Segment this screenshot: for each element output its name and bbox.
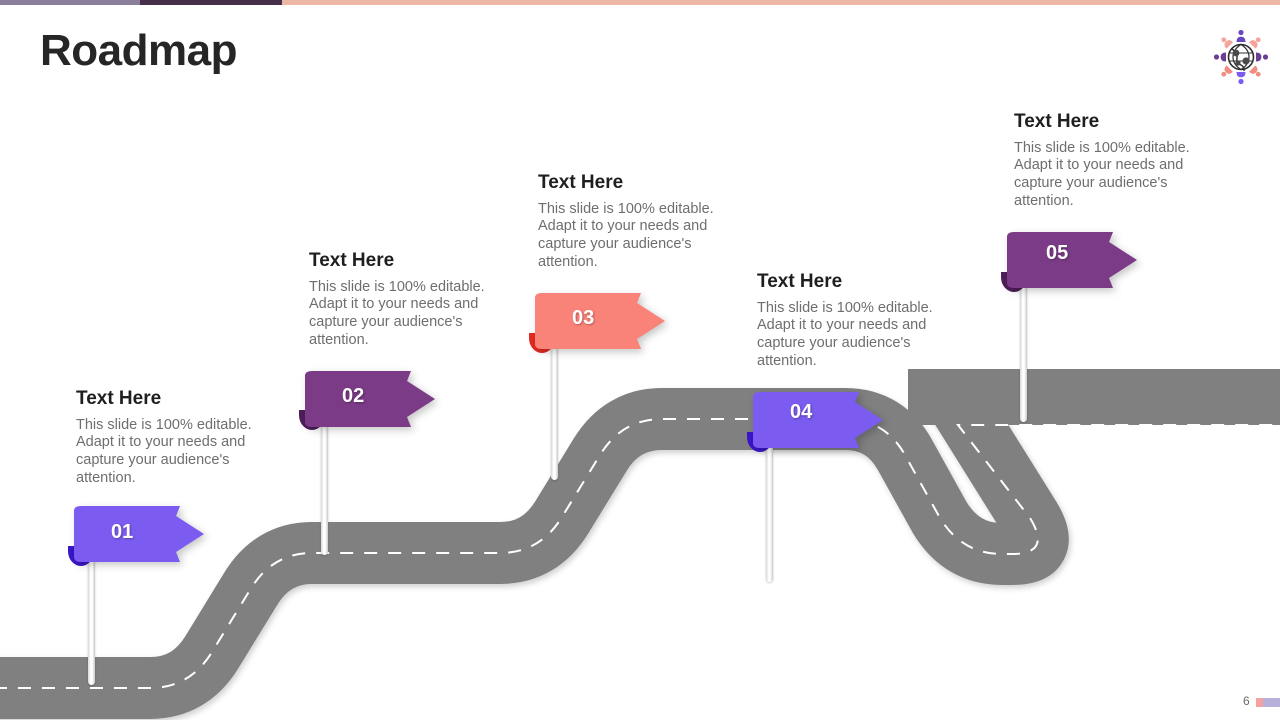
milestone-03-pole — [551, 312, 558, 480]
milestone-05-body: This slide is 100% editable. Adapt it to… — [1014, 139, 1190, 209]
milestone-02-heading: Text Here — [309, 250, 395, 271]
milestone-01-body: This slide is 100% editable. Adapt it to… — [76, 416, 252, 486]
milestone-02-body: This slide is 100% editable. Adapt it to… — [309, 278, 485, 348]
milestone-04-text: Text Here This slide is 100% editable. A… — [757, 271, 943, 371]
milestone-04-banner[interactable] — [747, 391, 889, 449]
milestone-02-text: Text Here This slide is 100% editable. A… — [309, 250, 495, 350]
milestone-01-pole — [88, 525, 95, 685]
milestone-04-pole — [766, 412, 773, 582]
accent-segment-2 — [140, 0, 282, 5]
milestone-04-body: This slide is 100% editable. Adapt it to… — [757, 299, 933, 369]
milestone-01-banner[interactable] — [68, 505, 210, 563]
milestone-05-banner[interactable] — [1001, 231, 1143, 289]
milestone-03-banner[interactable] — [529, 292, 671, 350]
page-number: 6 — [1243, 694, 1250, 708]
page-chip-salmon — [1256, 698, 1263, 707]
milestone-03-text: Text Here This slide is 100% editable. A… — [538, 172, 724, 272]
page-chip-lavender — [1263, 698, 1280, 707]
milestone-05-pole — [1020, 252, 1027, 422]
globe-people-logo — [1202, 26, 1280, 88]
top-accent-bar — [0, 0, 1280, 5]
milestone-02-banner[interactable] — [299, 370, 441, 428]
accent-segment-3 — [282, 0, 1280, 5]
page-color-chip — [1256, 698, 1280, 707]
milestone-01-heading: Text Here — [76, 388, 162, 409]
milestone-03-body: This slide is 100% editable. Adapt it to… — [538, 200, 714, 270]
milestone-03-heading: Text Here — [538, 172, 624, 193]
milestone-02-pole — [321, 390, 328, 555]
milestone-05-heading: Text Here — [1014, 111, 1100, 132]
accent-segment-1 — [0, 0, 140, 5]
milestone-05-text: Text Here This slide is 100% editable. A… — [1014, 111, 1200, 211]
milestone-04-heading: Text Here — [757, 271, 843, 292]
page-title: Roadmap — [40, 26, 237, 75]
milestone-01-text: Text Here This slide is 100% editable. A… — [76, 388, 262, 488]
